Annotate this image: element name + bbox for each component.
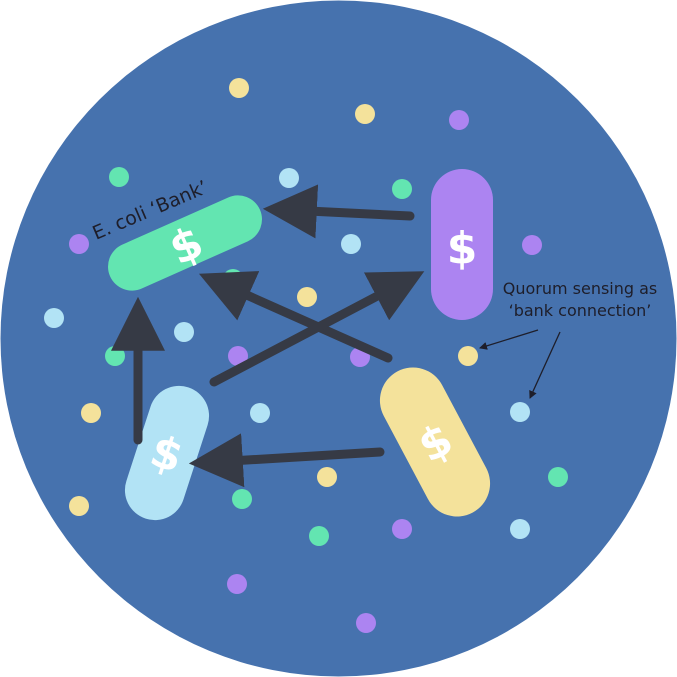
signal-molecule-dot xyxy=(449,110,469,130)
signal-molecule-dot xyxy=(392,519,412,539)
connection-arrows xyxy=(111,184,425,488)
signal-molecule-dot xyxy=(458,346,478,366)
signal-molecule-dot xyxy=(548,467,568,487)
label-pointers xyxy=(479,329,561,399)
signal-molecule-dot xyxy=(297,287,317,307)
signal-molecule-dot xyxy=(356,613,376,633)
signal-molecule-dot xyxy=(250,403,270,423)
green-bank-bacterium: $ xyxy=(108,195,262,291)
arrow-purple-to-green xyxy=(262,184,415,239)
signal-molecule-dot xyxy=(317,467,337,487)
signal-molecule-dot xyxy=(69,496,89,516)
pointer-to-yellow-dot xyxy=(479,329,539,350)
signal-molecule-dot xyxy=(227,574,247,594)
signal-molecule-dot xyxy=(105,346,125,366)
signal-molecule-dot xyxy=(232,489,252,509)
quorum-sensing-label-line2: ‘bank connection’ xyxy=(509,301,652,320)
signal-molecule-dot xyxy=(522,235,542,255)
signal-molecule-dot xyxy=(510,519,530,539)
signal-molecule-dot xyxy=(279,168,299,188)
signal-molecule-dot xyxy=(228,346,248,366)
signal-molecule-dot xyxy=(392,179,412,199)
yellow-bacterium: $ xyxy=(379,367,491,517)
purple-bacterium: $ xyxy=(431,169,493,320)
pointer-to-blue-dot xyxy=(529,331,561,399)
signal-molecule-dot xyxy=(341,234,361,254)
quorum-sensing-label-line1: Quorum sensing as xyxy=(503,279,658,298)
arrow-lightblue-to-purple xyxy=(209,271,425,387)
signal-molecules xyxy=(44,78,568,633)
dollar-symbol: $ xyxy=(447,223,478,274)
arrow-yellow-to-green xyxy=(198,271,393,363)
signal-molecule-dot xyxy=(355,104,375,124)
signal-molecule-dot xyxy=(174,322,194,342)
signal-molecule-dot xyxy=(44,308,64,328)
signal-molecule-dot xyxy=(81,403,101,423)
signal-molecule-dot xyxy=(510,402,530,422)
signal-molecule-dot xyxy=(69,234,89,254)
light-blue-bacterium: $ xyxy=(124,385,210,521)
signal-molecule-dot xyxy=(109,167,129,187)
arrow-yellow-to-lightblue xyxy=(188,433,385,488)
signal-molecule-dot xyxy=(309,526,329,546)
signal-molecule-dot xyxy=(229,78,249,98)
